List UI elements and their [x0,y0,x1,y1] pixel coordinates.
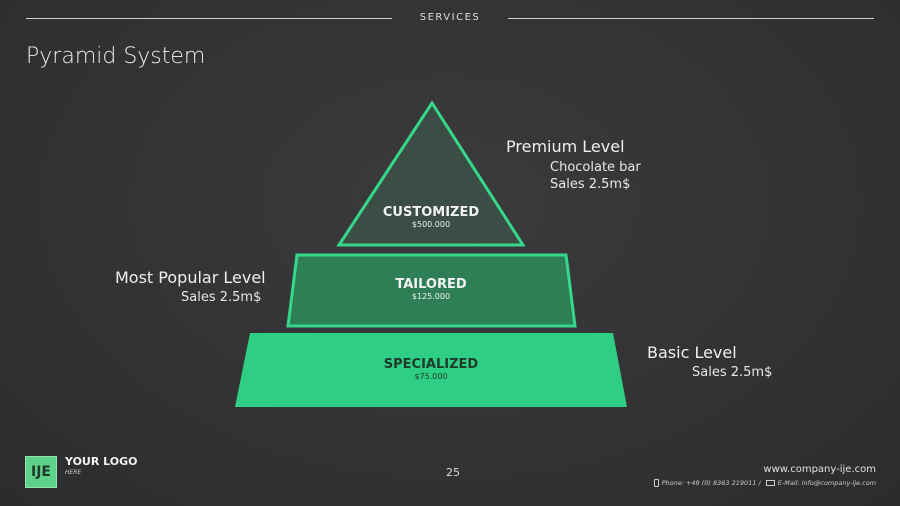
header-rule-right [508,18,874,19]
tier-value: $125.000 [411,292,451,301]
phone-icon [653,479,659,487]
phone-text: Phone: +49 (0) 8363 219011 / [661,479,761,487]
page-title: Pyramid System [26,44,206,69]
website-link[interactable]: www.company-ije.com [763,464,876,475]
tier-name: SPECIALIZED [383,357,479,372]
mail-icon [765,480,775,486]
pyramid-tier-customized [336,100,526,247]
logo-subtitle: HERE [65,469,82,476]
tier-name: CUSTOMIZED [382,205,480,220]
pyramid-tier-specialized [235,333,627,407]
tier-customized: CUSTOMIZED $500.000 [331,205,531,229]
tier-name: TAILORED [395,277,467,292]
email-text[interactable]: E-Mail: info@company-ije.com [777,479,876,487]
premium-level-line2: Sales 2.5m$ [550,177,631,192]
tier-tailored: TAILORED $125.000 [331,277,531,301]
logo-mark: IJE [25,456,57,488]
popular-level-line1: Sales 2.5m$ [181,290,262,305]
section-label: SERVICES [419,12,481,23]
premium-level-title: Premium Level [506,137,625,156]
premium-level-line1: Chocolate bar [550,160,641,175]
page-number: 25 [446,466,460,479]
basic-level-title: Basic Level [647,343,737,362]
tier-value: $75.000 [414,372,448,381]
pyramid-tier-tailored [286,253,577,328]
contact-line: Phone: +49 (0) 8363 219011 / E-Mail: inf… [653,479,876,487]
popular-level-title: Most Popular Level [115,268,266,287]
tier-value: $500.000 [411,220,451,229]
tier-specialized: SPECIALIZED $75.000 [331,357,531,381]
header-rule-left [26,18,392,19]
logo-title: YOUR LOGO [65,455,138,468]
basic-level-line1: Sales 2.5m$ [692,365,773,380]
